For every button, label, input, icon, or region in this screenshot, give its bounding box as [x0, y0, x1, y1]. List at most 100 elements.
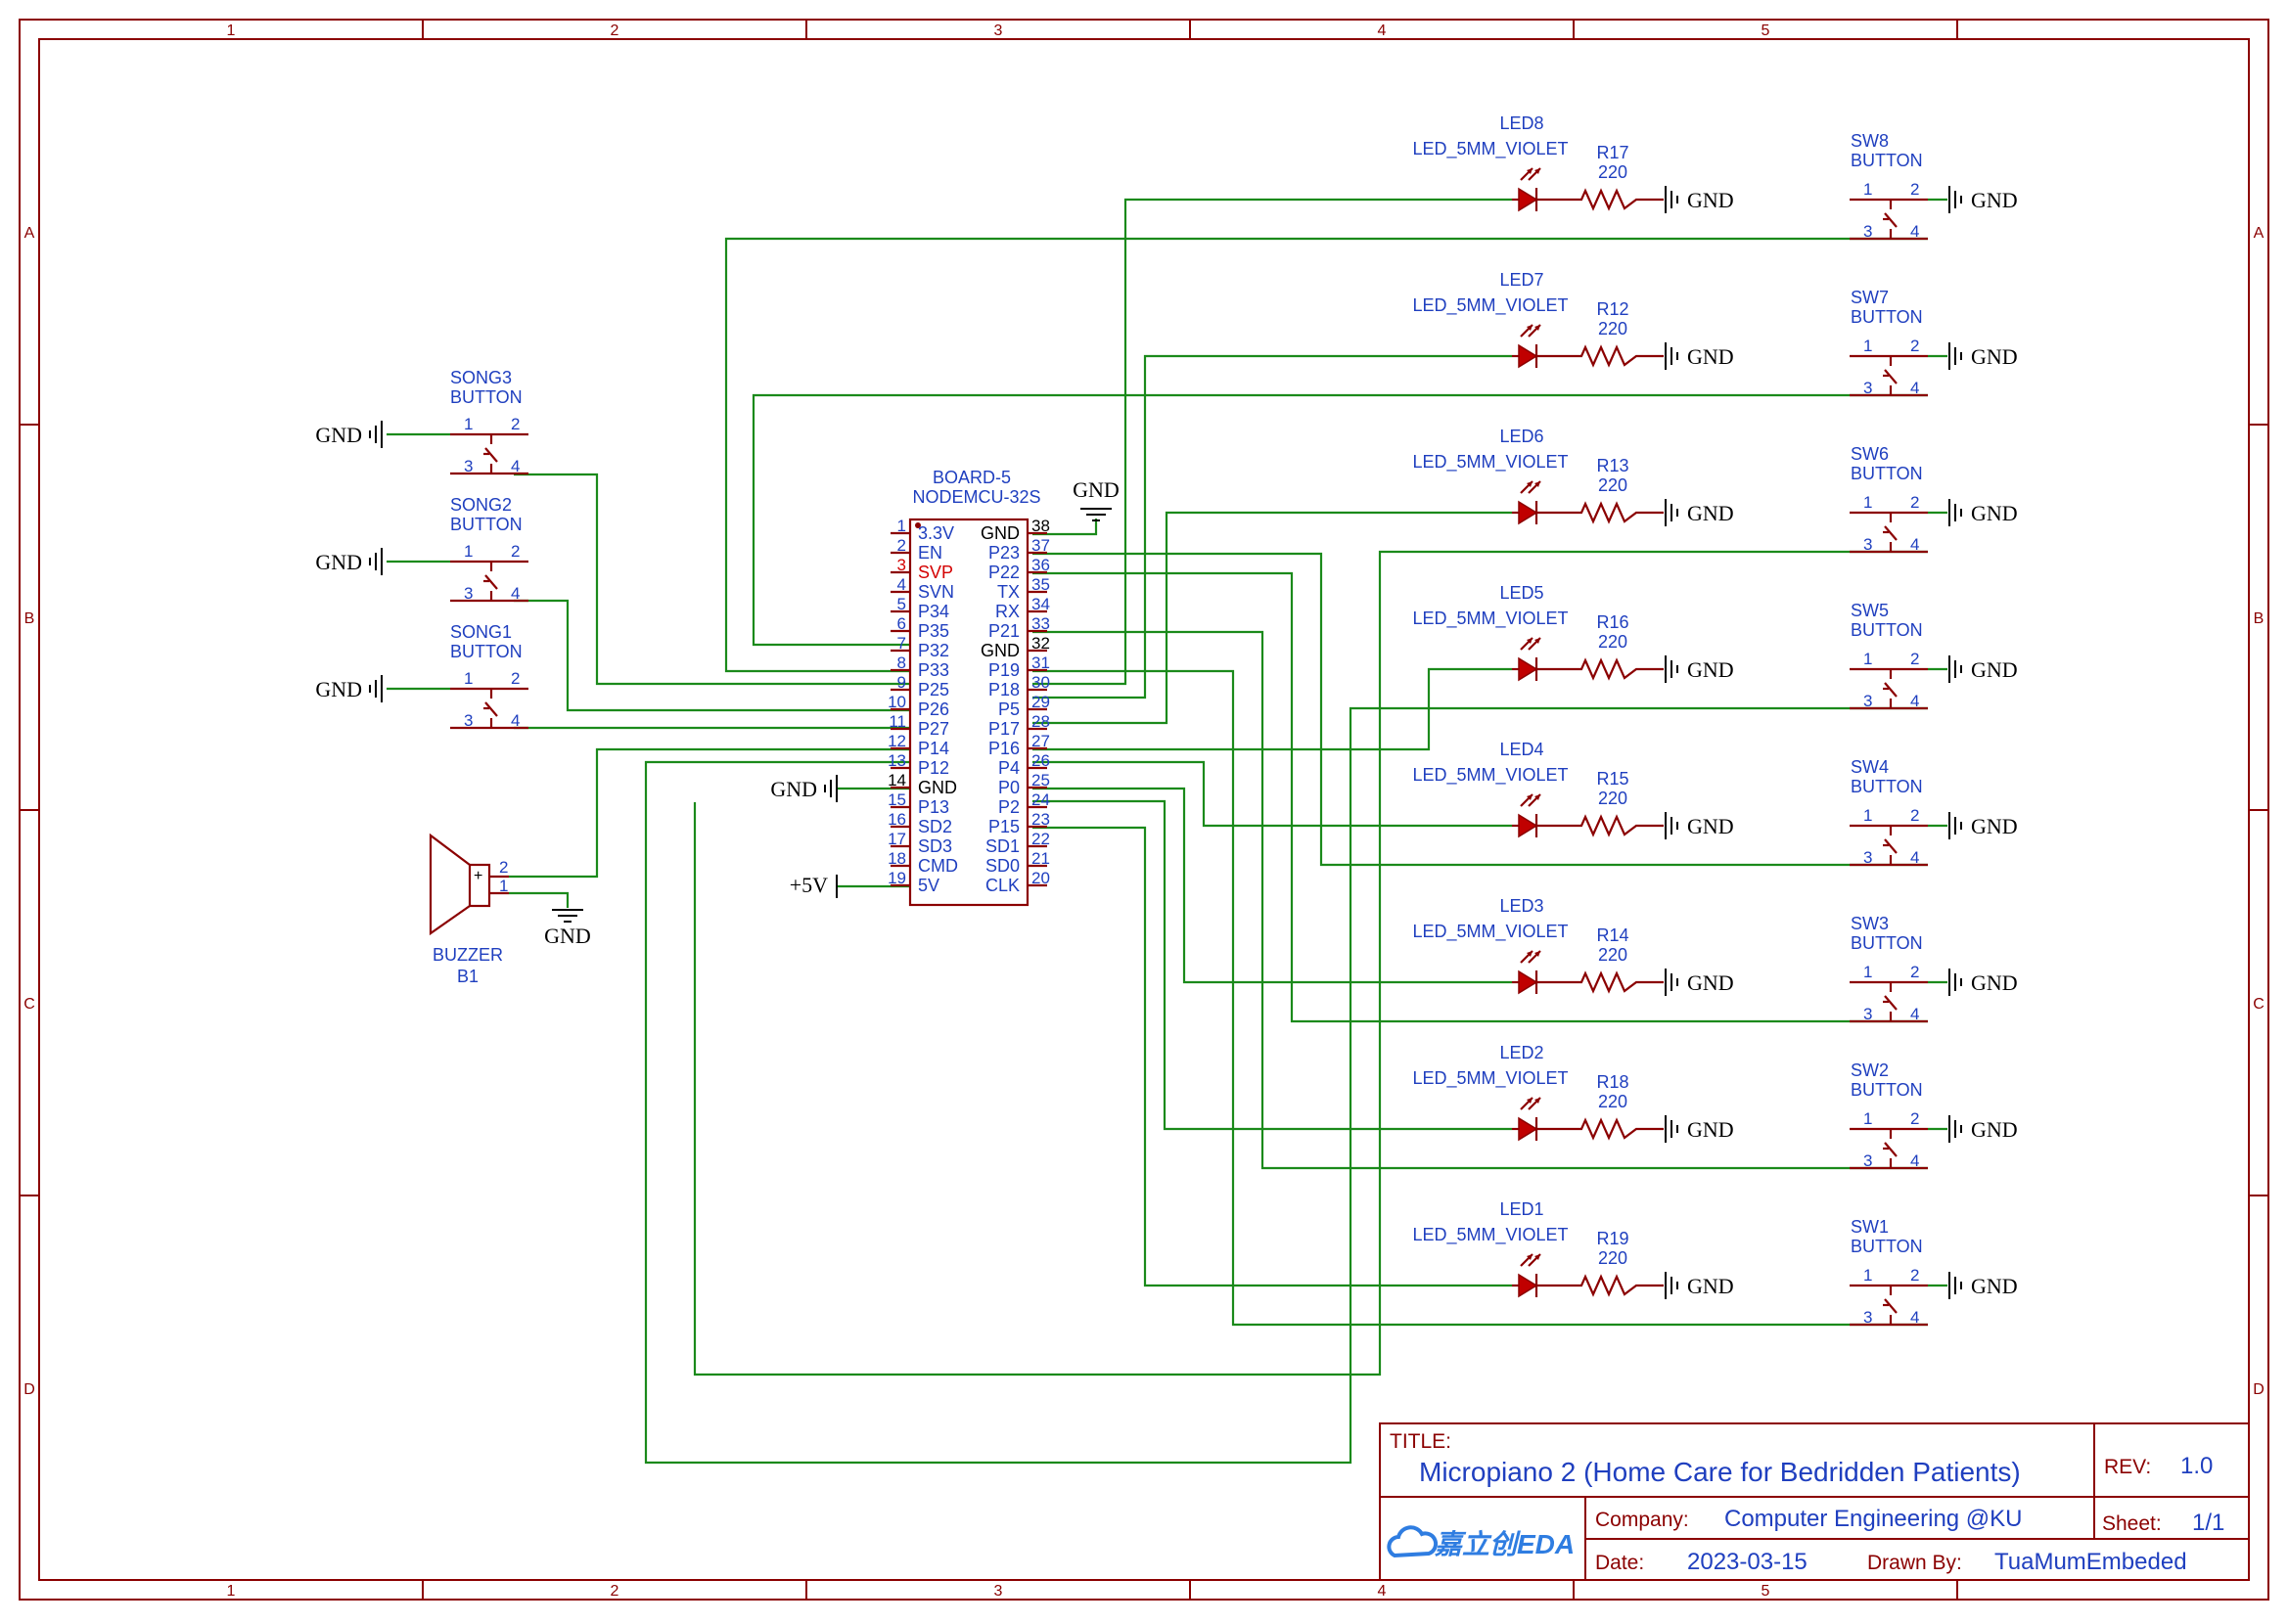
board-pin-name: P2 — [998, 797, 1020, 817]
board-pin-number: 1 — [897, 517, 906, 535]
gnd-label: GND — [315, 677, 362, 701]
button-pin-number: 1 — [1863, 650, 1872, 668]
board-pin-name: P4 — [998, 758, 1020, 778]
resistor-ref: R13 — [1596, 456, 1628, 475]
gnd-label: GND — [1687, 1274, 1734, 1298]
board-pin-number: 11 — [889, 712, 906, 731]
frame-col-top: 2 — [611, 23, 619, 39]
board-pin-name: GND — [981, 641, 1020, 660]
button-pin-number: 2 — [511, 415, 520, 433]
button-pin-number: 4 — [1910, 848, 1919, 867]
resistor-ref: R12 — [1596, 299, 1628, 319]
frame-col-top: 3 — [994, 23, 1003, 39]
buzzer-body — [468, 863, 491, 908]
board-ref: BOARD-5 — [933, 468, 1011, 487]
led-icon — [1518, 970, 1538, 995]
board-pin-number: 31 — [1031, 654, 1050, 672]
button-pin-number: 1 — [464, 415, 473, 433]
board-pin-number: 10 — [888, 693, 906, 711]
board-pin-name: P23 — [988, 543, 1020, 563]
board-pin-number: 26 — [1031, 751, 1050, 770]
led-ref: LED8 — [1499, 113, 1543, 133]
button-pin-number: 2 — [1910, 180, 1919, 199]
board-pin-name: P15 — [988, 817, 1020, 836]
button-pin-number: 2 — [1910, 1109, 1919, 1128]
frame-col-top: 5 — [1762, 23, 1770, 39]
board-pin-name: CMD — [918, 856, 958, 876]
board-pin-name: P17 — [988, 719, 1020, 739]
song-button-type: BUTTON — [450, 642, 523, 661]
button-pin-number: 1 — [464, 669, 473, 688]
button-pin-number: 1 — [464, 542, 473, 561]
buzzer-horn — [429, 833, 471, 936]
resistor-value: 220 — [1598, 789, 1627, 808]
button-pin-number: 4 — [1910, 535, 1919, 554]
board-pin-number: 33 — [1031, 614, 1050, 633]
date-label: Date: — [1595, 1552, 1644, 1574]
gnd-label: GND — [315, 423, 362, 447]
board-pin-name: P18 — [988, 680, 1020, 699]
board-pin-number: 8 — [897, 654, 906, 672]
cloud-logo-icon — [1387, 1525, 1439, 1558]
resistor-ref: R18 — [1596, 1072, 1628, 1092]
led-value: LED_5MM_VIOLET — [1412, 452, 1568, 473]
frame-row-right: A — [2254, 225, 2265, 242]
led-ref: LED5 — [1499, 583, 1543, 603]
button-pin-number: 4 — [511, 711, 520, 730]
board-pin-number: 21 — [1031, 849, 1050, 868]
board-pin-number: 16 — [888, 810, 906, 829]
button-pin-number: 4 — [1910, 1151, 1919, 1170]
gnd-label: GND — [544, 924, 591, 948]
resistor-value: 220 — [1598, 475, 1627, 495]
song-button-ref: SONG2 — [450, 495, 512, 515]
board-pin-number: 6 — [897, 614, 906, 633]
resistor-icon — [1576, 344, 1664, 368]
resistor-value: 220 — [1598, 162, 1627, 182]
board-pin-name: SD1 — [985, 836, 1020, 856]
board-pin-number: 36 — [1031, 556, 1050, 574]
gnd-label: GND — [315, 550, 362, 574]
board-pin-number: 22 — [1031, 830, 1050, 848]
date-value: 2023-03-15 — [1687, 1549, 1808, 1575]
led-value: LED_5MM_VIOLET — [1412, 1225, 1568, 1245]
buzzer-pin-number: 2 — [499, 858, 508, 877]
gnd-label: GND — [1971, 970, 2018, 995]
board-pin-name: CLK — [985, 876, 1020, 895]
button-pin-number: 2 — [1910, 806, 1919, 825]
board-pin-number: 4 — [897, 575, 906, 594]
button-pin-number: 4 — [511, 457, 520, 475]
frame-col-top: 1 — [227, 23, 236, 39]
button-pin-number: 3 — [1863, 1308, 1872, 1327]
resistor-icon — [1576, 657, 1664, 681]
button-pin-number: 3 — [464, 457, 473, 475]
frame-col-bottom: 5 — [1762, 1583, 1770, 1600]
gnd-label: GND — [770, 777, 817, 801]
board-pin-name: P14 — [918, 739, 949, 758]
switch-type: BUTTON — [1851, 1237, 1923, 1256]
led-ref: LED4 — [1499, 740, 1543, 759]
button-pin-number: 1 — [1863, 963, 1872, 981]
frame-row-left: C — [23, 996, 35, 1013]
button-pin-number: 3 — [1863, 848, 1872, 867]
board-pin-number: 37 — [1031, 536, 1050, 555]
button-pin-number: 2 — [1910, 493, 1919, 512]
frame-col-top: 4 — [1378, 23, 1387, 39]
board-pin-name: P32 — [918, 641, 949, 660]
button-pin-number: 1 — [1863, 180, 1872, 199]
resistor-value: 220 — [1598, 1092, 1627, 1111]
led-icon — [1518, 1116, 1538, 1142]
